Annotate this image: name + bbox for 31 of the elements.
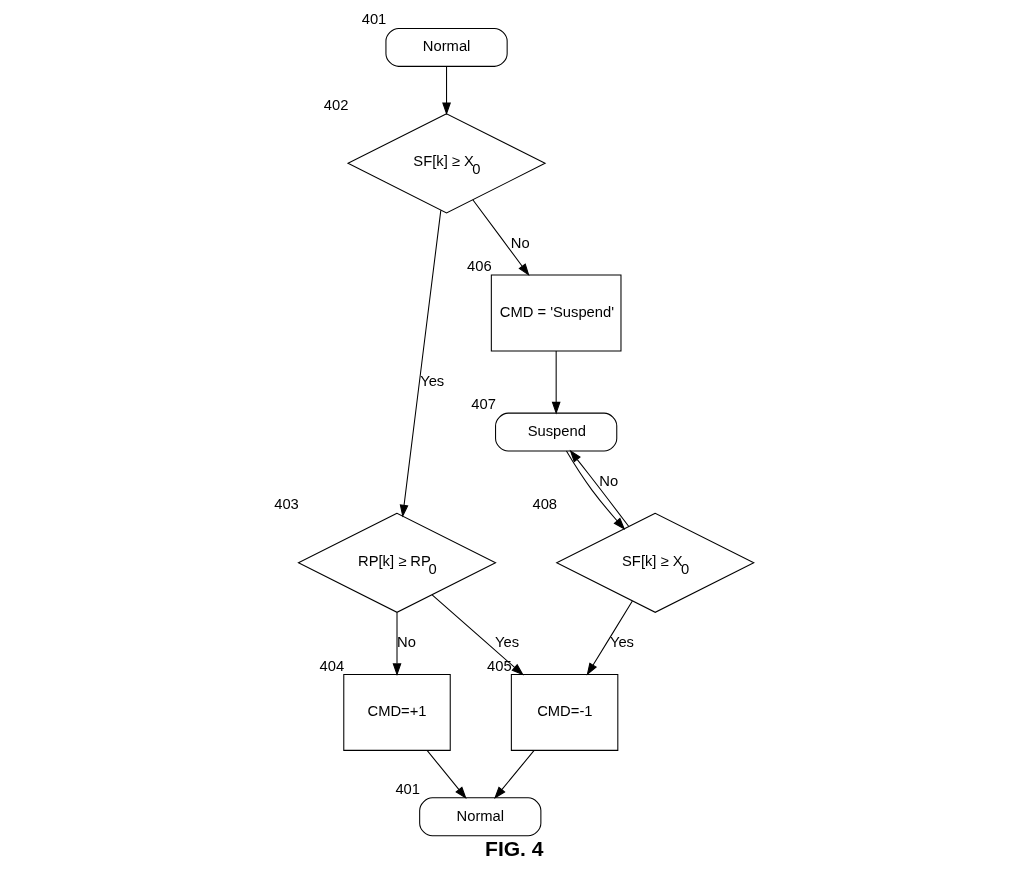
node-label: 405 (486, 657, 512, 674)
edge-label: No (598, 473, 618, 490)
node-box: CMD=-1 (510, 674, 618, 751)
arrow (493, 749, 535, 800)
arrow (441, 66, 451, 116)
arrow (399, 209, 441, 518)
edge-label: Yes (494, 634, 519, 651)
node-box: CMD=+1 (342, 674, 451, 751)
node-box: CMD = 'Suspend' (490, 274, 621, 352)
arrow (392, 612, 401, 676)
node-box: Normal (418, 797, 541, 837)
node-label: 401 (394, 780, 420, 797)
node-label: 408 (531, 496, 557, 513)
node-label: 403 (273, 496, 299, 513)
caption: FIG. 4 (484, 836, 544, 860)
node-box: Normal (384, 27, 508, 67)
node-label: 407 (470, 396, 496, 413)
arrow (426, 749, 467, 800)
node-label: 402 (323, 96, 348, 113)
edge-label: No (396, 634, 416, 651)
node-label: 401 (361, 11, 386, 28)
node-label: 404 (319, 657, 344, 674)
arrow (586, 600, 633, 676)
edge-label: Yes (609, 634, 634, 651)
arrow (431, 594, 524, 676)
edge-label: No (510, 234, 530, 251)
node-label: 406 (466, 258, 492, 275)
edge-label: Yes (419, 372, 444, 389)
arrow (471, 199, 530, 277)
node-box: Suspend (494, 412, 617, 452)
arrow (551, 350, 561, 415)
